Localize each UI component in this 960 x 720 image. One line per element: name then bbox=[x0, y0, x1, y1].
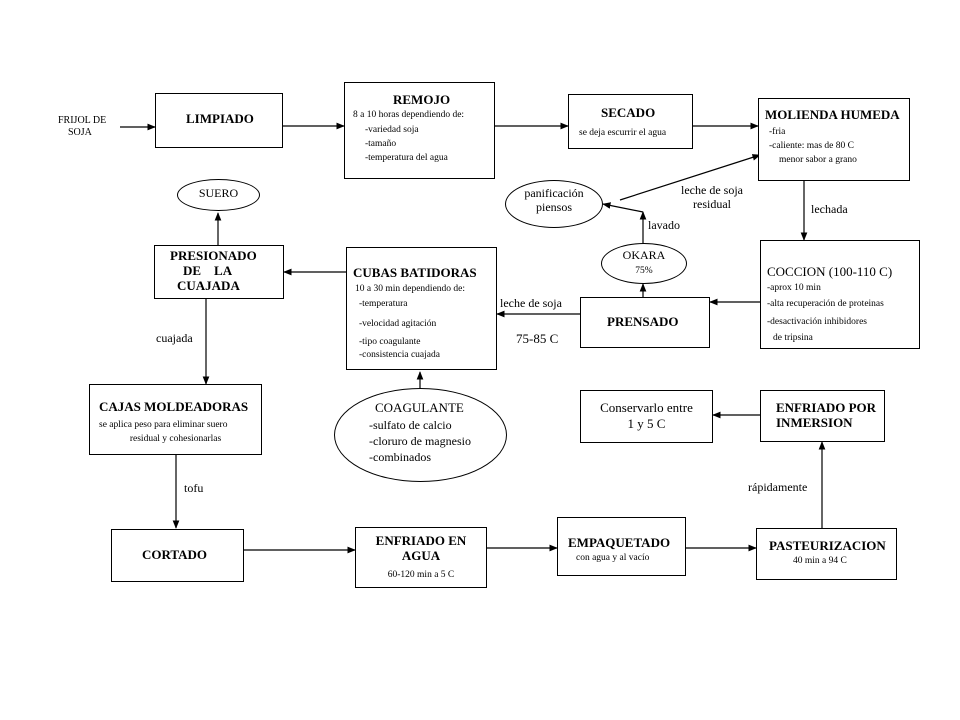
prensado-title: PRENSADO bbox=[607, 314, 679, 329]
okara-ellipse: OKARA 75% bbox=[601, 243, 687, 284]
cajas-line: se aplica peso para eliminar suero bbox=[99, 420, 228, 430]
temp-range-label: 75-85 C bbox=[516, 331, 559, 346]
remojo-title: REMOJO bbox=[393, 92, 451, 107]
coagulante-ellipse: COAGULANTE -sulfato de calcio -cloruro d… bbox=[334, 388, 507, 482]
start-label-line: SOJA bbox=[68, 126, 92, 138]
enfriado-inmersion-line: INMERSION bbox=[776, 415, 853, 430]
panificacion-line: panificación bbox=[524, 186, 584, 200]
enfriado-agua-line: AGUA bbox=[401, 548, 441, 563]
leche-residual-label: leche de soja residual bbox=[672, 183, 752, 212]
cuajada-label: cuajada bbox=[156, 331, 193, 345]
okara-title: OKARA bbox=[622, 248, 666, 262]
presionado-line: DE LA bbox=[183, 263, 233, 278]
presionado-line: PRESIONADO bbox=[170, 248, 257, 263]
pasteurizacion-box: PASTEURIZACION 40 min a 94 C bbox=[756, 528, 897, 580]
molienda-box: MOLIENDA HUMEDA -fria -caliente: mas de … bbox=[758, 98, 910, 181]
coccion-line: de tripsina bbox=[773, 333, 813, 343]
pasteurizacion-title: PASTEURIZACION bbox=[769, 538, 886, 553]
limpiado-box: LIMPIADO bbox=[155, 93, 283, 148]
presionado-line: CUAJADA bbox=[177, 278, 240, 293]
cubas-line: -tipo coagulante bbox=[359, 337, 421, 347]
leche-residual-line: residual bbox=[693, 196, 731, 211]
cubas-title: CUBAS BATIDORAS bbox=[353, 265, 477, 280]
cubas-line: -temperatura bbox=[359, 299, 408, 309]
coccion-title: COCCION (100-110 C) bbox=[767, 264, 893, 279]
enfriado-inmersion-box: ENFRIADO POR INMERSION bbox=[760, 390, 885, 442]
remojo-line: 8 a 10 horas dependiendo de: bbox=[353, 110, 465, 120]
lavado-label: lavado bbox=[648, 218, 680, 232]
secado-title: SECADO bbox=[601, 105, 656, 120]
cajas-line: residual y cohesionarlas bbox=[129, 434, 222, 444]
molienda-line: -caliente: mas de 80 C bbox=[769, 141, 854, 151]
cubas-line: 10 a 30 min dependiendo de: bbox=[355, 284, 466, 294]
leche-soja-label: leche de soja bbox=[500, 296, 562, 310]
suero-ellipse: SUERO bbox=[177, 179, 260, 211]
rapidamente-label: rápidamente bbox=[748, 480, 808, 494]
empaquetado-title: EMPAQUETADO bbox=[568, 535, 671, 550]
panificacion-line: piensos bbox=[536, 200, 572, 214]
enfriado-inmersion-line: ENFRIADO POR bbox=[776, 400, 877, 415]
panificacion-ellipse: panificación piensos bbox=[505, 180, 603, 228]
remojo-line: -variedad soja bbox=[365, 125, 419, 135]
prensado-box: PRENSADO bbox=[580, 297, 710, 348]
secado-box: SECADO se deja escurrir el agua bbox=[568, 94, 693, 149]
coagulante-line: -cloruro de magnesio bbox=[369, 434, 471, 448]
okara-sub: 75% bbox=[635, 266, 653, 276]
cubas-line: -velocidad agitación bbox=[359, 319, 437, 329]
enfriado-agua-line: ENFRIADO EN bbox=[375, 533, 467, 548]
start-label: FRIJOL DE SOJA bbox=[58, 115, 106, 138]
start-label-line: FRIJOL DE bbox=[58, 115, 107, 126]
coagulante-title: COAGULANTE bbox=[375, 400, 464, 415]
coccion-line: -alta recuperación de proteinas bbox=[767, 299, 884, 309]
empaquetado-sub: con agua y al vacío bbox=[576, 553, 650, 563]
limpiado-title: LIMPIADO bbox=[186, 111, 254, 126]
secado-line: se deja escurrir el agua bbox=[579, 128, 667, 138]
arrow-okara-panificacion-2 bbox=[602, 202, 644, 213]
conservar-line: 1 y 5 C bbox=[627, 416, 666, 431]
cajas-title: CAJAS MOLDEADORAS bbox=[99, 399, 249, 414]
coccion-box: COCCION (100-110 C) -aprox 10 min -alta … bbox=[760, 240, 920, 349]
remojo-line: -temperatura del agua bbox=[365, 153, 448, 163]
remojo-box: REMOJO 8 a 10 horas dependiendo de: -var… bbox=[344, 82, 495, 179]
molienda-line: menor sabor a grano bbox=[779, 155, 857, 165]
leche-residual-line: leche de soja bbox=[681, 183, 743, 197]
empaquetado-box: EMPAQUETADO con agua y al vacío bbox=[557, 517, 686, 576]
cortado-box: CORTADO bbox=[111, 529, 244, 582]
coagulante-line: -combinados bbox=[369, 450, 431, 464]
coccion-line: -desactivación inhibidores bbox=[767, 317, 867, 327]
suero-title: SUERO bbox=[198, 186, 239, 200]
enfriado-agua-box: ENFRIADO EN AGUA 60-120 min a 5 C bbox=[355, 527, 487, 588]
lechada-label: lechada bbox=[811, 202, 848, 216]
cubas-box: CUBAS BATIDORAS 10 a 30 min dependiendo … bbox=[346, 247, 497, 370]
cubas-line: -consistencia cuajada bbox=[359, 350, 440, 360]
cortado-title: CORTADO bbox=[142, 547, 208, 562]
pasteurizacion-sub: 40 min a 94 C bbox=[793, 556, 847, 566]
conservar-line: Conservarlo entre bbox=[600, 400, 693, 415]
molienda-title: MOLIENDA HUMEDA bbox=[765, 107, 900, 122]
remojo-line: -tamaño bbox=[365, 139, 397, 149]
enfriado-agua-sub: 60-120 min a 5 C bbox=[387, 570, 455, 580]
tofu-label: tofu bbox=[184, 481, 204, 495]
coccion-line: -aprox 10 min bbox=[767, 283, 821, 293]
coagulante-line: -sulfato de calcio bbox=[369, 418, 452, 432]
cajas-box: CAJAS MOLDEADORAS se aplica peso para el… bbox=[89, 384, 262, 455]
arrow-residual-molienda bbox=[619, 154, 761, 201]
presionado-box: PRESIONADO DE LA CUAJADA bbox=[154, 245, 284, 299]
molienda-line: -fria bbox=[769, 127, 786, 137]
conservar-box: Conservarlo entre 1 y 5 C bbox=[580, 390, 713, 443]
